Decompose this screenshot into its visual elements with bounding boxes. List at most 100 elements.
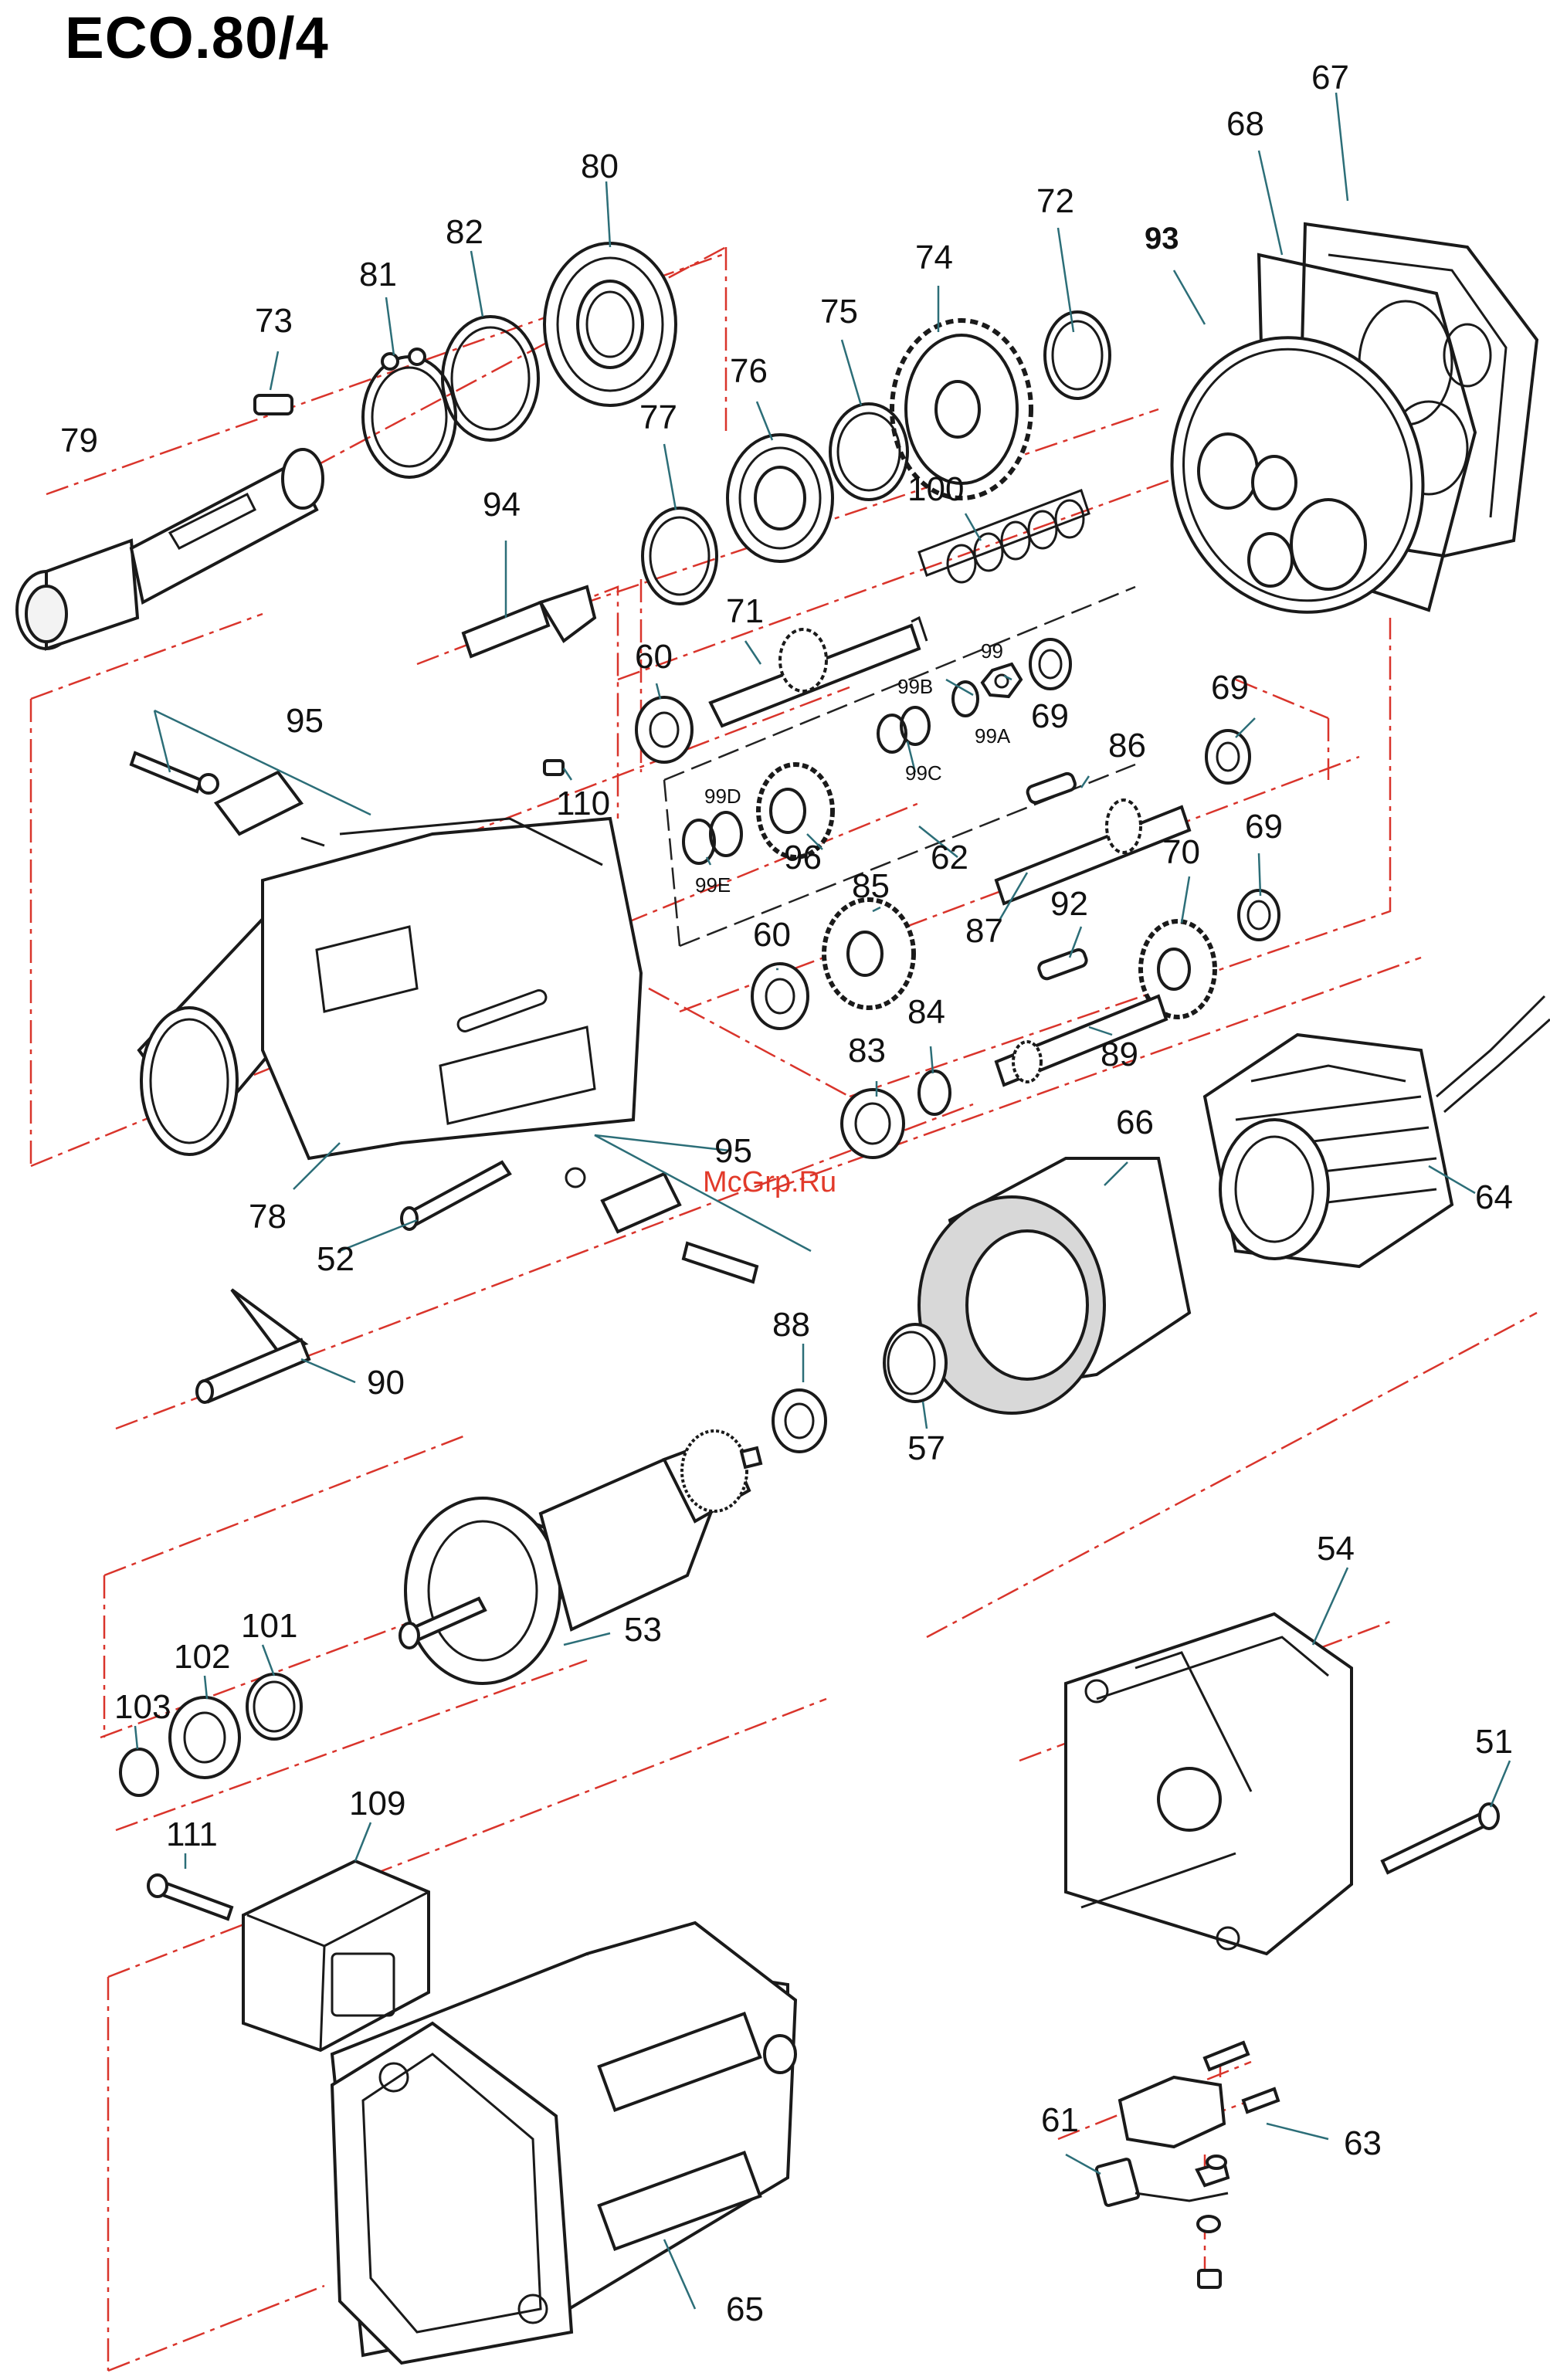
label-103: 103 — [114, 1688, 171, 1726]
label-65: 65 — [726, 2290, 764, 2328]
part-90-lever — [197, 1290, 309, 1402]
label-54: 54 — [1317, 1530, 1355, 1568]
label-79: 79 — [60, 422, 98, 459]
part-88-bearing — [773, 1390, 826, 1452]
part-99a-washer — [953, 682, 978, 716]
label-89: 89 — [1101, 1036, 1138, 1073]
part-84-washer — [919, 1071, 950, 1114]
part-66-field-frame — [919, 1158, 1189, 1413]
label-75: 75 — [820, 293, 858, 331]
label-95-lower: 95 — [714, 1132, 752, 1170]
part-78-front-housing — [139, 819, 641, 1158]
label-99b: 99B — [897, 675, 933, 698]
label-60-upper: 60 — [635, 638, 673, 676]
part-63-brush-holder — [1120, 2043, 1278, 2287]
label-77: 77 — [639, 398, 677, 436]
label-90: 90 — [367, 1364, 405, 1402]
part-92-key — [1037, 948, 1088, 981]
part-89-shaft — [996, 996, 1166, 1085]
label-78: 78 — [249, 1198, 287, 1236]
label-81: 81 — [359, 256, 397, 293]
part-83-bearing — [842, 1090, 904, 1158]
part-99b-99c-washers — [878, 707, 929, 752]
part-54-rear-cover — [1066, 1614, 1352, 1954]
label-60-lower: 60 — [753, 916, 791, 954]
part-86-key — [1026, 772, 1077, 805]
label-93: 93 — [1145, 222, 1179, 256]
part-52-screw — [402, 1162, 510, 1229]
part-80-bearing — [544, 243, 676, 405]
label-86: 86 — [1108, 727, 1146, 765]
label-84: 84 — [907, 993, 945, 1031]
part-95-lock-assembly-upper — [131, 753, 324, 846]
part-103-circlip — [120, 1749, 158, 1795]
label-96: 96 — [784, 839, 822, 876]
label-69-c: 69 — [1245, 808, 1283, 846]
label-100: 100 — [907, 470, 964, 508]
part-57-bushing — [884, 1324, 946, 1402]
part-60-bearing-lower — [752, 964, 808, 1029]
part-75-washer — [830, 404, 907, 500]
part-77-circlip — [643, 508, 717, 604]
label-51: 51 — [1475, 1723, 1513, 1761]
part-82-washer — [443, 317, 538, 440]
part-111-screw — [148, 1875, 232, 1919]
label-99e: 99E — [695, 873, 731, 897]
part-87-intermediate-shaft — [996, 800, 1189, 904]
label-102: 102 — [174, 1638, 230, 1676]
part-60-bearing-upper — [636, 697, 692, 762]
part-72-circlip — [1045, 312, 1110, 398]
label-99: 99 — [981, 639, 1003, 663]
label-88: 88 — [772, 1306, 810, 1344]
label-74: 74 — [915, 239, 953, 276]
label-87: 87 — [965, 912, 1003, 950]
part-110-pin — [544, 761, 563, 775]
label-64: 64 — [1475, 1178, 1513, 1216]
label-73: 73 — [255, 302, 293, 340]
label-72: 72 — [1036, 182, 1074, 220]
part-69-bearing-b — [1206, 731, 1250, 783]
label-99a: 99A — [975, 724, 1011, 748]
label-71: 71 — [726, 592, 764, 630]
label-85: 85 — [852, 867, 890, 905]
label-69-a: 69 — [1031, 697, 1069, 735]
label-69-b: 69 — [1211, 669, 1249, 707]
part-53-armature — [400, 1431, 761, 1683]
part-99-nut — [982, 664, 1021, 697]
label-63: 63 — [1344, 2124, 1382, 2162]
part-101-circlip — [247, 1674, 301, 1739]
part-64-stator-field — [1205, 996, 1550, 1266]
label-99c: 99C — [905, 761, 942, 785]
label-67: 67 — [1311, 59, 1349, 97]
part-69-bearing-c — [1239, 890, 1279, 940]
part-94-selector-lever — [463, 587, 595, 656]
label-61: 61 — [1041, 2101, 1079, 2139]
label-82: 82 — [446, 213, 483, 251]
label-53: 53 — [624, 1611, 662, 1649]
part-76-bearing — [728, 435, 833, 561]
label-62: 62 — [931, 839, 968, 876]
label-109: 109 — [349, 1785, 405, 1822]
part-102-bearing — [170, 1697, 239, 1778]
part-99d-99e-washers — [683, 812, 741, 863]
label-52: 52 — [317, 1240, 354, 1278]
part-95-lock-assembly-lower — [566, 1168, 757, 1282]
label-66: 66 — [1116, 1104, 1154, 1141]
label-68: 68 — [1226, 105, 1264, 143]
part-73-key — [255, 395, 292, 414]
label-101: 101 — [241, 1607, 297, 1645]
part-69-bearing-a — [1030, 639, 1070, 689]
label-83: 83 — [848, 1032, 886, 1070]
part-79-spindle-shaft — [17, 449, 323, 649]
label-70: 70 — [1162, 833, 1200, 871]
label-99d: 99D — [704, 785, 741, 808]
label-94: 94 — [483, 486, 521, 524]
label-92: 92 — [1050, 885, 1088, 923]
part-109-switch-box — [243, 1861, 429, 2050]
part-51-screw — [1382, 1804, 1498, 1873]
label-111: 111 — [166, 1816, 218, 1853]
label-57: 57 — [907, 1429, 945, 1467]
label-110: 110 — [556, 785, 610, 822]
